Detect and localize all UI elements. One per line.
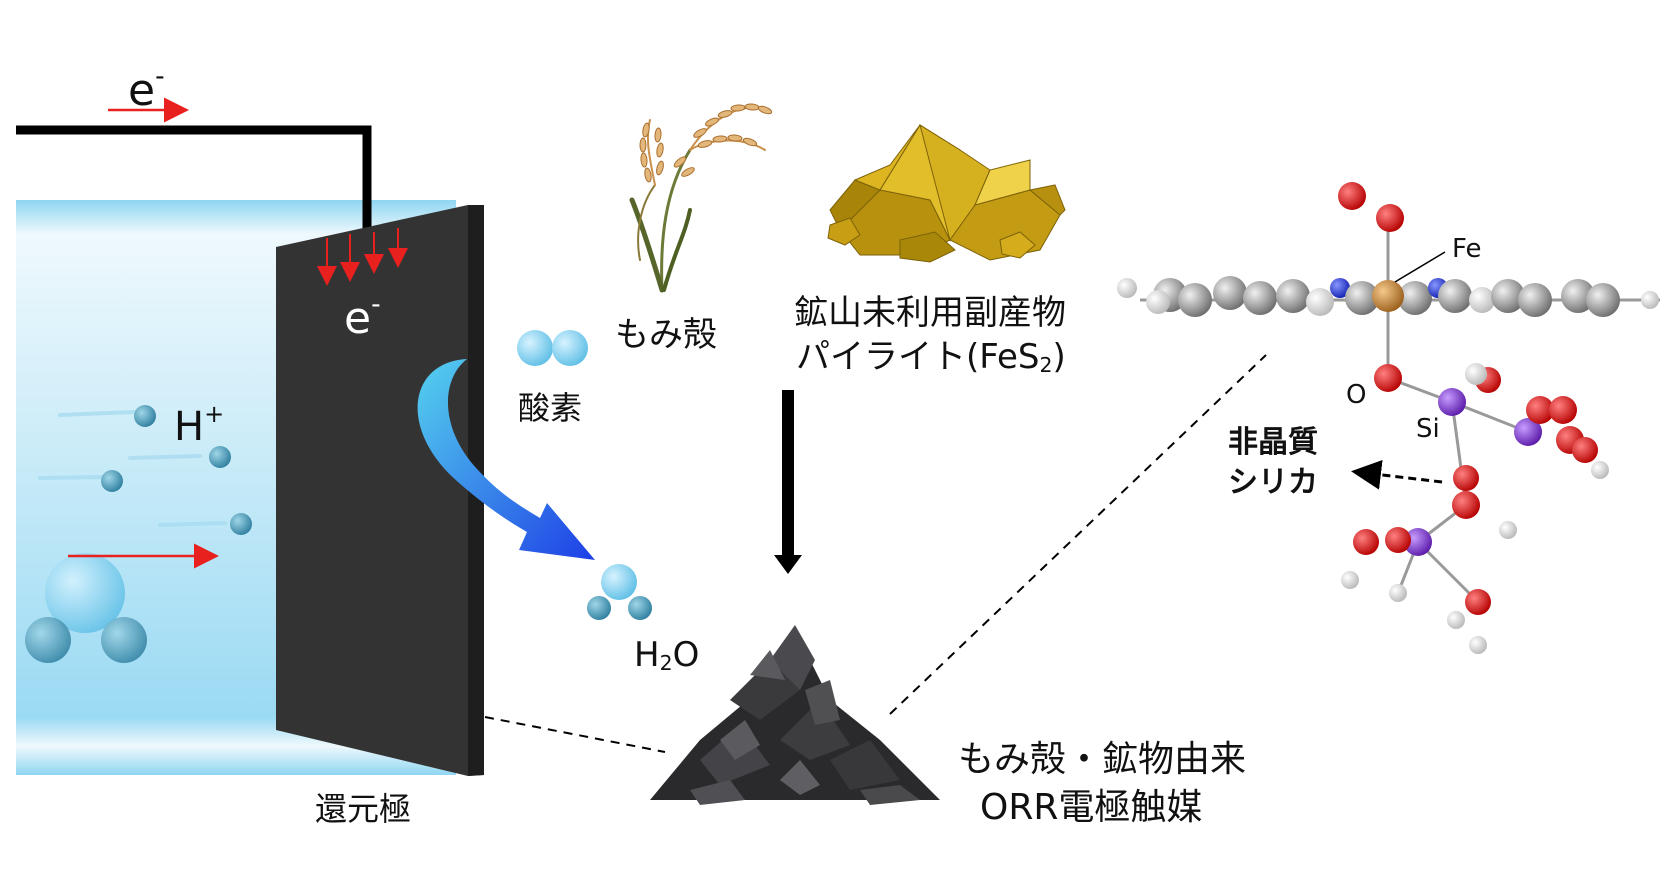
si-atom-label: Si [1416,414,1440,444]
amorphous-silica-line1: 非晶質 [1228,425,1318,460]
dashed-connectors [484,354,1267,753]
fe-label-leader [1394,251,1446,283]
molecule-plane-atoms [1117,276,1659,317]
molecule-oxygen-ligand [1338,182,1404,232]
pyrite-text: パイライト(FeS [796,337,1040,377]
proton-symbol: H [174,404,205,450]
fe-atom-label: Fe [1452,234,1482,264]
molecule-silica-cluster [1341,363,1609,654]
proton-streaks [38,410,227,527]
electrode-electron-arrows [317,228,408,286]
proton-charge: + [204,400,225,428]
rice-husk-label: もみ殻 [615,315,717,355]
water-o: O [672,635,700,675]
pyrite-close: ) [1052,337,1066,377]
catalyst-label-line1: もみ殻・鉱物由来 [958,739,1247,780]
pyrite-mineral-icon [827,123,1066,263]
cathode-label: 還元極 [315,790,412,828]
pyrite-label: パイライト(FeS2) [796,340,1066,375]
water-h: H [634,635,660,675]
water-subscript: 2 [659,651,673,676]
water-molecule-small [587,564,652,620]
amorphous-silica-line2: シリカ [1228,465,1318,500]
water-molecule-large [25,553,147,663]
proton-spheres [101,405,252,535]
electron-charge: - [155,61,165,92]
catalyst-label-line2: ORR電極触媒 [980,787,1203,828]
synthesis-arrow [774,390,802,574]
rice-plant-icon [629,103,773,293]
wire-electron-label: e- [128,61,165,116]
external-wire [16,125,372,235]
oxygen-label: 酸素 [518,389,583,427]
electrode-electron-label: e- [344,289,381,344]
electron-charge: - [371,289,381,320]
electron-symbol: e [128,64,156,116]
catalyst-heap [650,625,940,805]
mine-byproduct-label: 鉱山未利用副産物 [794,293,1066,333]
reaction-flow-arrow [417,359,595,560]
proton-label: H+ [174,402,224,447]
pyrite-subscript: 2 [1039,353,1053,378]
water-label: H2O [634,638,699,673]
electron-symbol: e [344,292,372,344]
oxygen-molecule [517,330,588,366]
silica-pointer-arrow [1351,459,1443,490]
o-atom-label: O [1346,380,1367,410]
